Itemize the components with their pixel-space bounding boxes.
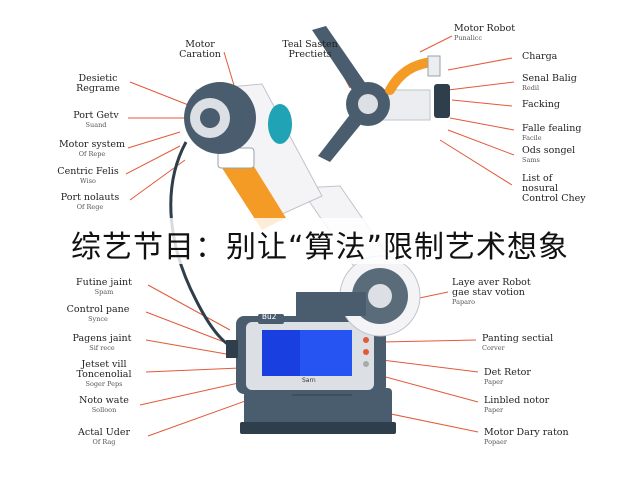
- shoulder-joint: [184, 82, 292, 154]
- console-caption: Sarn: [302, 377, 316, 384]
- headline-banner: [0, 218, 640, 264]
- label-facking: Facking: [522, 99, 560, 110]
- label-charga: Charga: [522, 51, 558, 62]
- gripper: [312, 26, 450, 162]
- headline-text: 综艺节目：别让“算法”限制艺术想象: [70, 230, 570, 265]
- console-badge: Bu2: [262, 312, 277, 321]
- leader-lines: [125, 35, 515, 437]
- control-console: [226, 314, 386, 394]
